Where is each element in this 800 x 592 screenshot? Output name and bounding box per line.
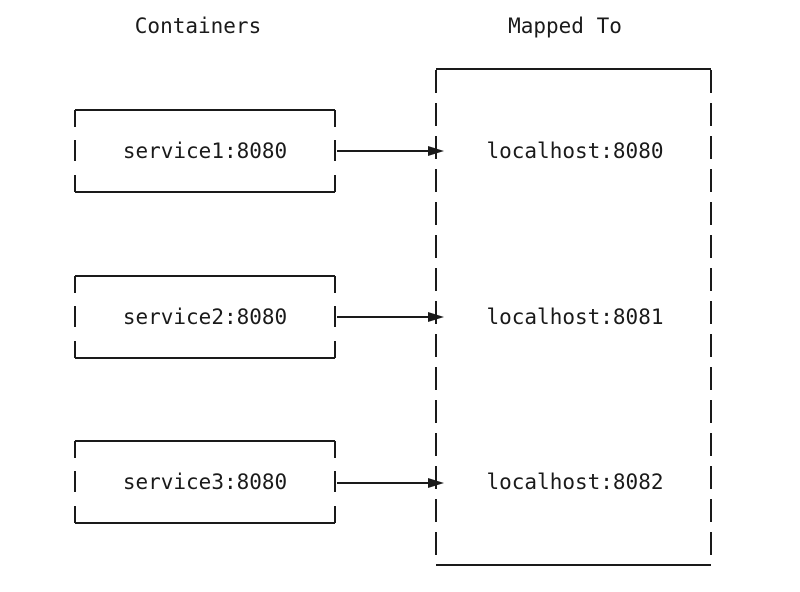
containers-header: Containers xyxy=(135,14,261,38)
arrow xyxy=(337,146,444,156)
mapping-row-1: service1:8080 localhost:8080 xyxy=(74,109,664,193)
host-label: localhost:8082 xyxy=(486,470,663,494)
arrow xyxy=(337,478,444,488)
mapping-row-2: service2:8080 localhost:8081 xyxy=(74,275,664,359)
host-label: localhost:8080 xyxy=(486,139,663,163)
mapping-row-3: service3:8080 localhost:8082 xyxy=(74,440,664,524)
container-box xyxy=(74,275,336,359)
container-box xyxy=(74,440,336,524)
host-label: localhost:8081 xyxy=(486,305,663,329)
container-label: service2:8080 xyxy=(123,305,287,329)
container-label: service3:8080 xyxy=(123,470,287,494)
container-box xyxy=(74,109,336,193)
arrow xyxy=(337,312,444,322)
mapped-to-header: Mapped To xyxy=(508,14,622,38)
container-label: service1:8080 xyxy=(123,139,287,163)
